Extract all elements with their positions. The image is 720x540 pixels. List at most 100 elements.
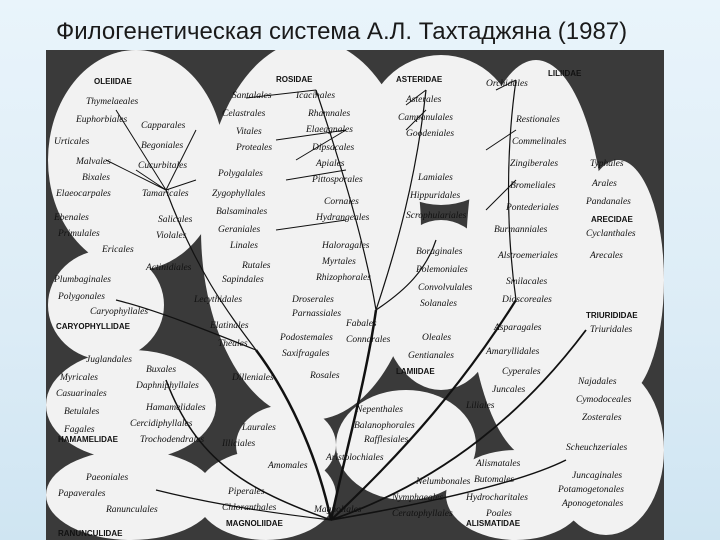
order-label: Hydrangeales xyxy=(315,213,370,223)
slide-title: Филогенетическая система А.Л. Тахтаджяна… xyxy=(56,18,628,45)
order-label: Casuarinales xyxy=(56,389,107,399)
order-label: Cyclanthales xyxy=(586,229,636,239)
order-label: Elaeagnales xyxy=(305,125,353,135)
order-label: Salicales xyxy=(158,215,193,225)
order-label: Caryophyllales xyxy=(90,307,148,317)
order-label: Polygonales xyxy=(57,292,105,302)
order-label: Myricales xyxy=(59,373,98,383)
order-label: Cornales xyxy=(324,197,359,207)
group-label: ROSIDAE xyxy=(276,75,313,84)
group-label: LAMIIDAE xyxy=(396,367,435,376)
order-label: Apiales xyxy=(315,159,345,169)
order-label: Fagales xyxy=(63,425,95,435)
order-label: Cercidiphyllales xyxy=(130,419,193,429)
order-label: Geraniales xyxy=(218,225,261,235)
order-label: Rhamnales xyxy=(307,109,351,119)
subclass-areas xyxy=(46,50,664,540)
order-label: Trochodendrales xyxy=(140,435,204,445)
order-label: Ceratophyllales xyxy=(392,509,453,519)
order-label: Primulales xyxy=(57,229,100,239)
group-label: MAGNOLIIDAE xyxy=(226,519,284,528)
order-label: Nymphaeales xyxy=(391,493,443,503)
order-label: Balsaminales xyxy=(216,207,267,217)
order-label: Orchidales xyxy=(486,79,528,89)
order-label: Fabales xyxy=(345,319,377,329)
order-label: Lecythidales xyxy=(193,295,242,305)
order-label: Myrtales xyxy=(321,257,356,267)
order-label: Laurales xyxy=(241,423,276,433)
order-label: Droserales xyxy=(291,295,334,305)
order-label: Lamiales xyxy=(417,173,453,183)
order-label: Alstroemeriales xyxy=(497,251,558,261)
order-label: Juncales xyxy=(492,385,526,395)
group-label: CARYOPHYLLIDAE xyxy=(56,322,131,331)
order-label: Connarales xyxy=(346,335,391,345)
order-label: Nepenthales xyxy=(355,405,403,415)
order-label: Cucurbitales xyxy=(138,161,187,171)
order-label: Sapindales xyxy=(222,275,264,285)
order-label: Violales xyxy=(156,231,187,241)
order-label: Butomales xyxy=(474,475,514,485)
order-label: Poales xyxy=(485,509,512,519)
order-label: Potamogetonales xyxy=(557,485,624,495)
order-label: Solanales xyxy=(420,299,457,309)
order-label: Begoniales xyxy=(141,141,184,151)
order-label: Rafflesiales xyxy=(363,434,409,445)
group-label: ALISMATIDAE xyxy=(466,519,521,528)
group-label: TRIURIDIDAE xyxy=(586,311,638,320)
order-label: Gentianales xyxy=(408,351,454,361)
order-label: Malvales xyxy=(75,157,111,167)
order-label: Convolvulales xyxy=(418,283,473,293)
order-label: Illiciales xyxy=(221,439,256,449)
order-label: Ranunculales xyxy=(105,505,158,515)
order-label: Burmanniales xyxy=(494,225,548,235)
order-label: Zingiberales xyxy=(510,159,558,169)
order-label: Amomales xyxy=(267,461,308,471)
order-label: Theales xyxy=(218,339,248,349)
order-label: Goodeniales xyxy=(406,129,454,139)
order-label: Liliales xyxy=(465,401,495,411)
order-label: Urticales xyxy=(54,137,90,147)
group-label: ARECIDAE xyxy=(591,215,633,224)
order-label: Asparagales xyxy=(493,323,542,333)
order-label: Commelinales xyxy=(512,137,567,147)
order-label: Linales xyxy=(229,241,258,251)
order-label: Campanulales xyxy=(398,113,453,123)
order-label: Elatinales xyxy=(209,321,249,331)
phylogeny-svg: OLEIIDAE ROSIDAE ASTERIDAE LILIIDAE AREC… xyxy=(46,50,664,540)
order-label: Ebenales xyxy=(53,213,89,223)
order-label: Cymodoceales xyxy=(576,395,632,405)
order-label: Proteales xyxy=(235,143,272,153)
order-label: Asterales xyxy=(405,95,442,105)
group-label: HAMAMELIDAE xyxy=(58,435,119,444)
order-label: Saxifragales xyxy=(282,348,330,359)
order-label: Aponogetonales xyxy=(561,499,624,509)
order-label: Rutales xyxy=(241,261,271,271)
order-label: Haloragales xyxy=(321,241,370,251)
order-label: Scheuchzeriales xyxy=(566,443,628,453)
order-label: Paeoniales xyxy=(85,473,129,483)
order-label: Najadales xyxy=(577,377,617,387)
order-label: Bixales xyxy=(82,173,110,183)
order-label: Daphniphyllales xyxy=(135,381,199,391)
order-label: Balanophorales xyxy=(354,421,415,431)
order-label: Zosterales xyxy=(582,413,622,423)
order-label: Dioscoreales xyxy=(501,295,552,305)
order-label: Dipsacales xyxy=(311,143,355,153)
order-label: Vitales xyxy=(236,127,262,137)
order-label: Elaeocarpales xyxy=(55,189,111,199)
order-label: Podostemales xyxy=(279,333,333,343)
order-labels: Thymelaeales Euphorbiales Capparales Urt… xyxy=(53,79,636,519)
group-labels: OLEIIDAE ROSIDAE ASTERIDAE LILIIDAE AREC… xyxy=(56,69,638,538)
order-label: Magnoliales xyxy=(313,505,362,515)
group-label: OLEIIDAE xyxy=(94,77,132,86)
order-label: Juglandales xyxy=(86,355,132,365)
order-label: Rosales xyxy=(309,371,340,381)
order-label: Actinidiales xyxy=(145,263,192,273)
branches xyxy=(105,79,587,521)
order-label: Piperales xyxy=(227,487,265,497)
order-label: Bromeliales xyxy=(510,181,556,191)
order-label: Papaverales xyxy=(57,489,106,499)
order-label: Arecales xyxy=(589,251,623,261)
order-label: Plumbaginales xyxy=(53,275,111,285)
